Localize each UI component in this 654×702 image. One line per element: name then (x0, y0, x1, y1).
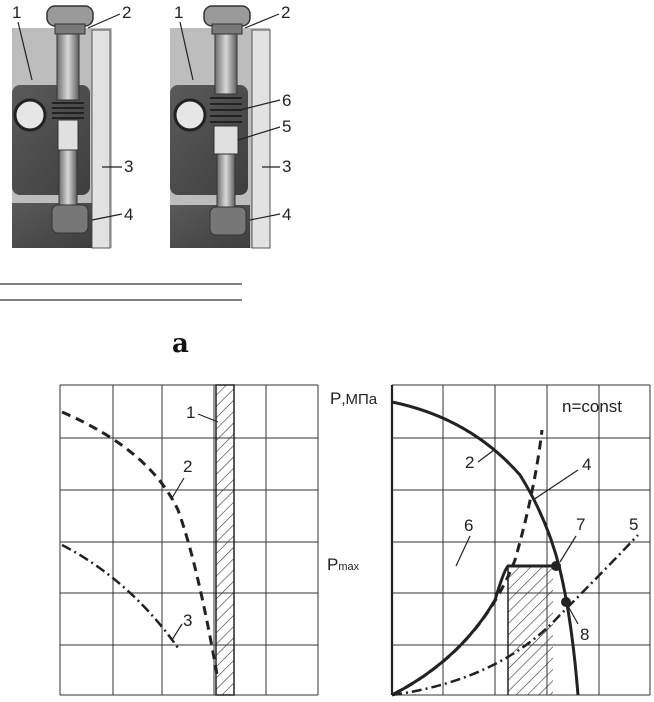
callout-5: 5 (282, 117, 291, 136)
upper-rod (56, 33, 80, 101)
connector (57, 119, 79, 151)
callout-2: 2 (122, 3, 131, 22)
leader-1 (179, 21, 194, 81)
condition-annotation: n=const (562, 397, 622, 416)
spring-coils (210, 97, 242, 123)
hatched-region (508, 566, 553, 695)
callout-4: 4 (582, 455, 591, 474)
leader-1 (197, 413, 219, 423)
pmax-label-main: P (327, 555, 338, 574)
callout-3: 3 (183, 611, 192, 630)
callout-6: 6 (282, 91, 291, 110)
leader-4 (532, 469, 579, 501)
dash-dot-curve (61, 543, 180, 649)
block-hole (173, 98, 207, 132)
chart-left: 1 2 3 (59, 384, 319, 696)
y-axis-label-unit: ,МПа (341, 391, 377, 408)
adjusting-knob (203, 5, 251, 27)
leader-6 (239, 99, 281, 111)
block-hole (13, 98, 47, 132)
leader-2 (87, 13, 121, 29)
callout-8: 8 (580, 625, 589, 644)
figure-caption: а (172, 329, 189, 359)
callout-2: 2 (281, 3, 290, 22)
assembly-view-right: 1 2 6 5 3 4 (170, 3, 291, 249)
point-7 (551, 561, 561, 571)
pmax-label: Pmax (327, 555, 360, 574)
adjusting-knob (46, 5, 94, 27)
leader-3 (171, 623, 183, 641)
chart-right: P,МПа n=const Pmax 2 4 7 5 6 8 (327, 384, 651, 697)
callout-1: 1 (174, 3, 183, 22)
leader-4 (249, 213, 281, 221)
callout-3: 3 (282, 157, 291, 176)
leader-5 (237, 126, 281, 141)
plunger-base (51, 204, 89, 234)
callout-4: 4 (282, 205, 291, 224)
point-8 (561, 597, 571, 607)
leader-7 (559, 535, 577, 563)
leader-4 (91, 213, 123, 221)
grid-left (59, 384, 319, 696)
hatched-bar (215, 384, 235, 696)
lower-rod (216, 153, 236, 211)
upper-rod (214, 33, 238, 95)
assembly-view-left: 1 2 3 4 (12, 3, 133, 249)
callout-2: 2 (465, 453, 474, 472)
knob-collar (211, 23, 243, 35)
callout-7: 7 (576, 515, 585, 534)
leader-6 (455, 535, 471, 567)
figure-a: 1 2 3 4 1 (0, 3, 291, 359)
spring-coils (52, 102, 84, 119)
callout-1: 1 (186, 403, 195, 422)
leader-2 (244, 13, 280, 29)
callout-2: 2 (183, 457, 192, 476)
lower-rod (58, 149, 78, 211)
housing-wall (251, 29, 271, 249)
leader-1 (17, 21, 33, 81)
dash-dot-rising-curve (391, 534, 639, 697)
pmax-label-sub: max (338, 561, 359, 573)
leader-8 (567, 605, 579, 625)
callout-3: 3 (124, 157, 133, 176)
leader-2 (477, 449, 495, 463)
callout-5: 5 (629, 515, 638, 534)
dashed-curve (61, 410, 220, 681)
dashed-rising-curve (391, 429, 544, 697)
y-axis-label-main: P (330, 389, 341, 408)
plunger-base (209, 206, 247, 236)
housing-wall (91, 29, 111, 249)
knob-collar (54, 23, 86, 35)
pressure-curve-falling (391, 400, 580, 696)
connector (213, 125, 239, 155)
leader-2 (171, 477, 185, 499)
callout-1: 1 (12, 3, 21, 22)
callout-4: 4 (124, 205, 133, 224)
callout-6: 6 (464, 516, 473, 535)
y-axis-label: P,МПа (330, 389, 378, 408)
